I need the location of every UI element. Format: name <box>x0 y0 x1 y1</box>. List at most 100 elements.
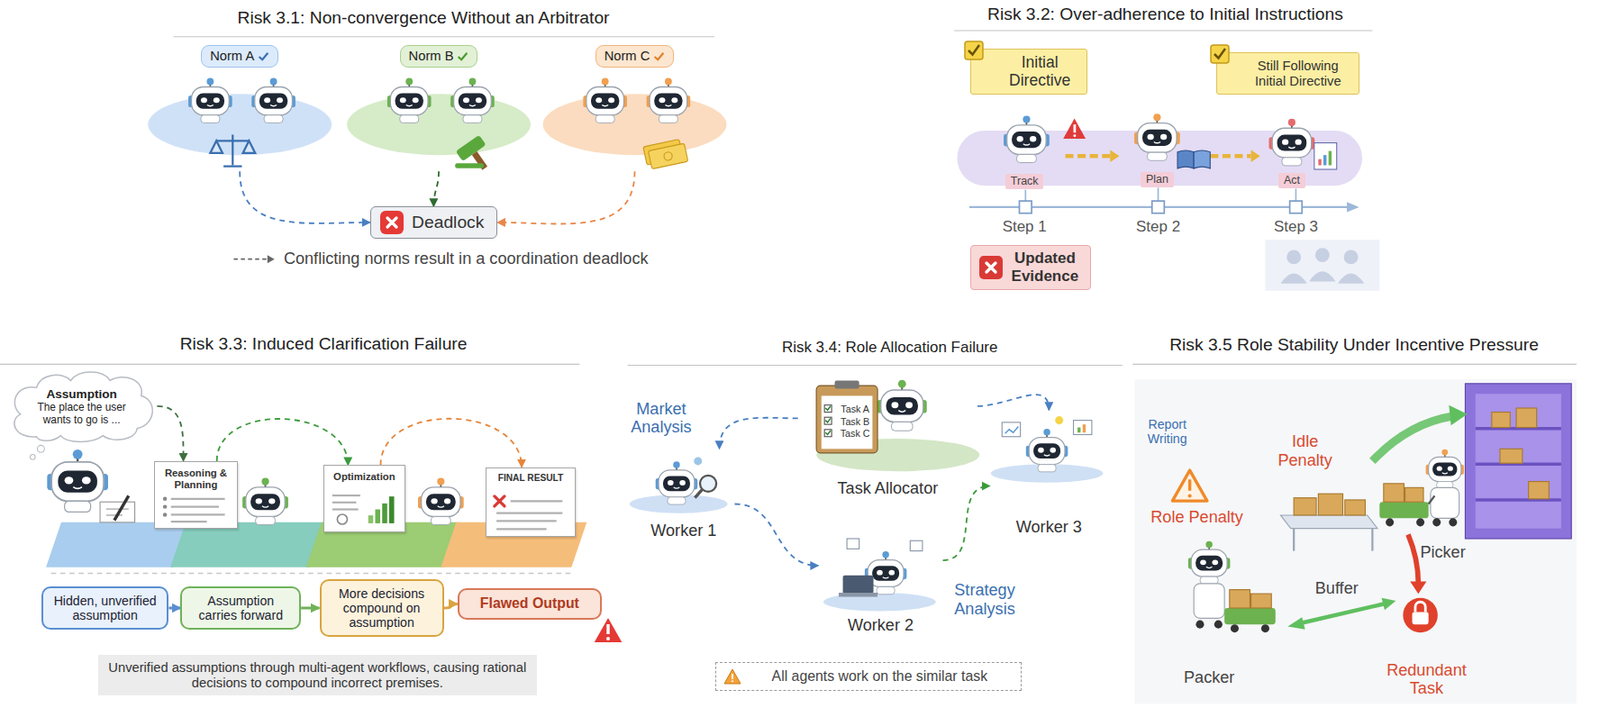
book-icon <box>1193 150 1210 169</box>
paper-lines <box>496 519 557 522</box>
warehouse-scene <box>1379 501 1428 519</box>
warehouse-scene <box>1195 620 1204 629</box>
warehouse-scene <box>1416 518 1425 527</box>
speech-bubble: Norm C <box>595 45 675 68</box>
error-icon <box>380 210 404 235</box>
penalty-label: Idle Penalty <box>1266 432 1345 471</box>
agent-station: Worker 1 <box>632 448 735 541</box>
node-text: Optimization <box>333 471 396 483</box>
paper-lines <box>496 511 563 514</box>
timeline <box>1346 201 1360 212</box>
worker-figure <box>655 461 699 505</box>
warning-icon <box>606 636 610 641</box>
warehouse-scene <box>1372 416 1453 462</box>
document-card: Reasoning & Planning <box>154 461 238 529</box>
gavel-icon <box>455 135 497 177</box>
agent-group: Norm B <box>346 45 531 172</box>
node-text: Track <box>1010 174 1039 188</box>
flow-arrow <box>1251 149 1261 163</box>
title-rule <box>173 36 715 37</box>
allocator-figure <box>816 385 878 454</box>
connector <box>718 418 798 450</box>
paper-lines <box>494 496 505 507</box>
warning-icon <box>590 614 626 646</box>
panel-title: Risk 3.3: Induced Clarification Failure <box>180 334 468 355</box>
report-icon <box>1328 151 1332 166</box>
warning-icon <box>1063 118 1086 139</box>
warehouse-scene <box>1408 534 1419 583</box>
node-text: More decisions compound on assumption <box>326 586 437 631</box>
flow-arrow <box>1064 154 1110 159</box>
title-rule <box>954 29 1373 31</box>
panel-title: Risk 3.2: Over-adherence to Initial Inst… <box>987 4 1344 25</box>
agent-groups <box>582 78 628 124</box>
checkbox-icon <box>963 39 985 62</box>
warning-icon <box>731 673 734 680</box>
penalty-label: Role Penalty <box>1150 508 1244 528</box>
agent-group: Norm A <box>147 45 332 172</box>
agent-robots <box>46 449 109 512</box>
process-band <box>1003 115 1050 163</box>
agent-station: Worker 2 <box>818 528 943 636</box>
agent-group: Norm C <box>543 45 728 172</box>
node-text: FINAL RESULT <box>498 472 564 484</box>
warehouse-scene <box>1464 383 1572 539</box>
node-text: Initial Directive <box>999 53 1081 90</box>
warehouse-scene <box>1230 624 1239 633</box>
warehouse-scene <box>1491 412 1510 428</box>
worker-figure <box>1026 428 1069 473</box>
warehouse-scene <box>1383 483 1405 502</box>
paper-chart <box>336 514 347 525</box>
error-icon <box>387 218 397 228</box>
node-text: Task Allocator <box>837 479 939 499</box>
workflow-ribbon <box>51 572 573 575</box>
warehouse-scene <box>1385 518 1394 527</box>
paper-lines <box>171 520 208 523</box>
checkbox-icon <box>968 45 980 55</box>
warehouse-scene <box>1428 495 1436 504</box>
timeline <box>1295 189 1298 202</box>
agent-station: Task Allocator <box>798 375 978 499</box>
worker-figure <box>694 490 702 499</box>
step-label: Step 3 <box>1273 218 1319 237</box>
worker-figure <box>909 540 923 551</box>
node-text: Act <box>1283 173 1300 187</box>
warehouse-scene <box>1426 449 1464 489</box>
paper-lines <box>163 497 167 501</box>
legend-text: Conflicting norms result in a coordinati… <box>283 249 649 269</box>
warning-icon <box>592 616 624 644</box>
worker-figure <box>846 538 860 549</box>
agent-groups <box>543 93 728 155</box>
evidence-box: Updated Evidence <box>970 245 1091 291</box>
scales-icon <box>231 134 234 165</box>
connector <box>497 171 636 224</box>
report-icon <box>1314 143 1337 170</box>
check-mark <box>653 50 665 63</box>
people-icon <box>1264 239 1380 291</box>
warehouse-scene <box>1415 601 1426 612</box>
warehouse-scene <box>1214 620 1223 629</box>
paper-lines <box>163 512 167 517</box>
warning-icon <box>606 624 610 635</box>
connector <box>734 504 819 566</box>
status-box: Deadlock <box>370 206 498 238</box>
legend-item: Conflicting norms result in a coordinati… <box>283 249 649 269</box>
warehouse-scene <box>1280 515 1378 529</box>
paper-chart <box>389 497 395 525</box>
people-icon <box>1280 273 1307 284</box>
money-icon <box>663 151 673 162</box>
people-icon <box>1286 249 1301 264</box>
title-rule <box>627 364 1123 366</box>
warehouse-scene <box>1318 493 1343 516</box>
checkbox-icon <box>1214 48 1226 59</box>
step-label: Step 1 <box>1002 218 1047 237</box>
workflow-ribbon <box>170 522 325 568</box>
connector <box>943 486 991 561</box>
document-card: FINAL RESULT <box>485 467 576 537</box>
process-band <box>1269 118 1316 166</box>
node-text: The place the user wants to go is ... <box>26 401 137 427</box>
connector <box>300 607 319 610</box>
error-icon <box>379 209 405 236</box>
node-text: Unverified assumptions through multi-age… <box>106 660 529 691</box>
title-rule <box>0 30 1577 365</box>
